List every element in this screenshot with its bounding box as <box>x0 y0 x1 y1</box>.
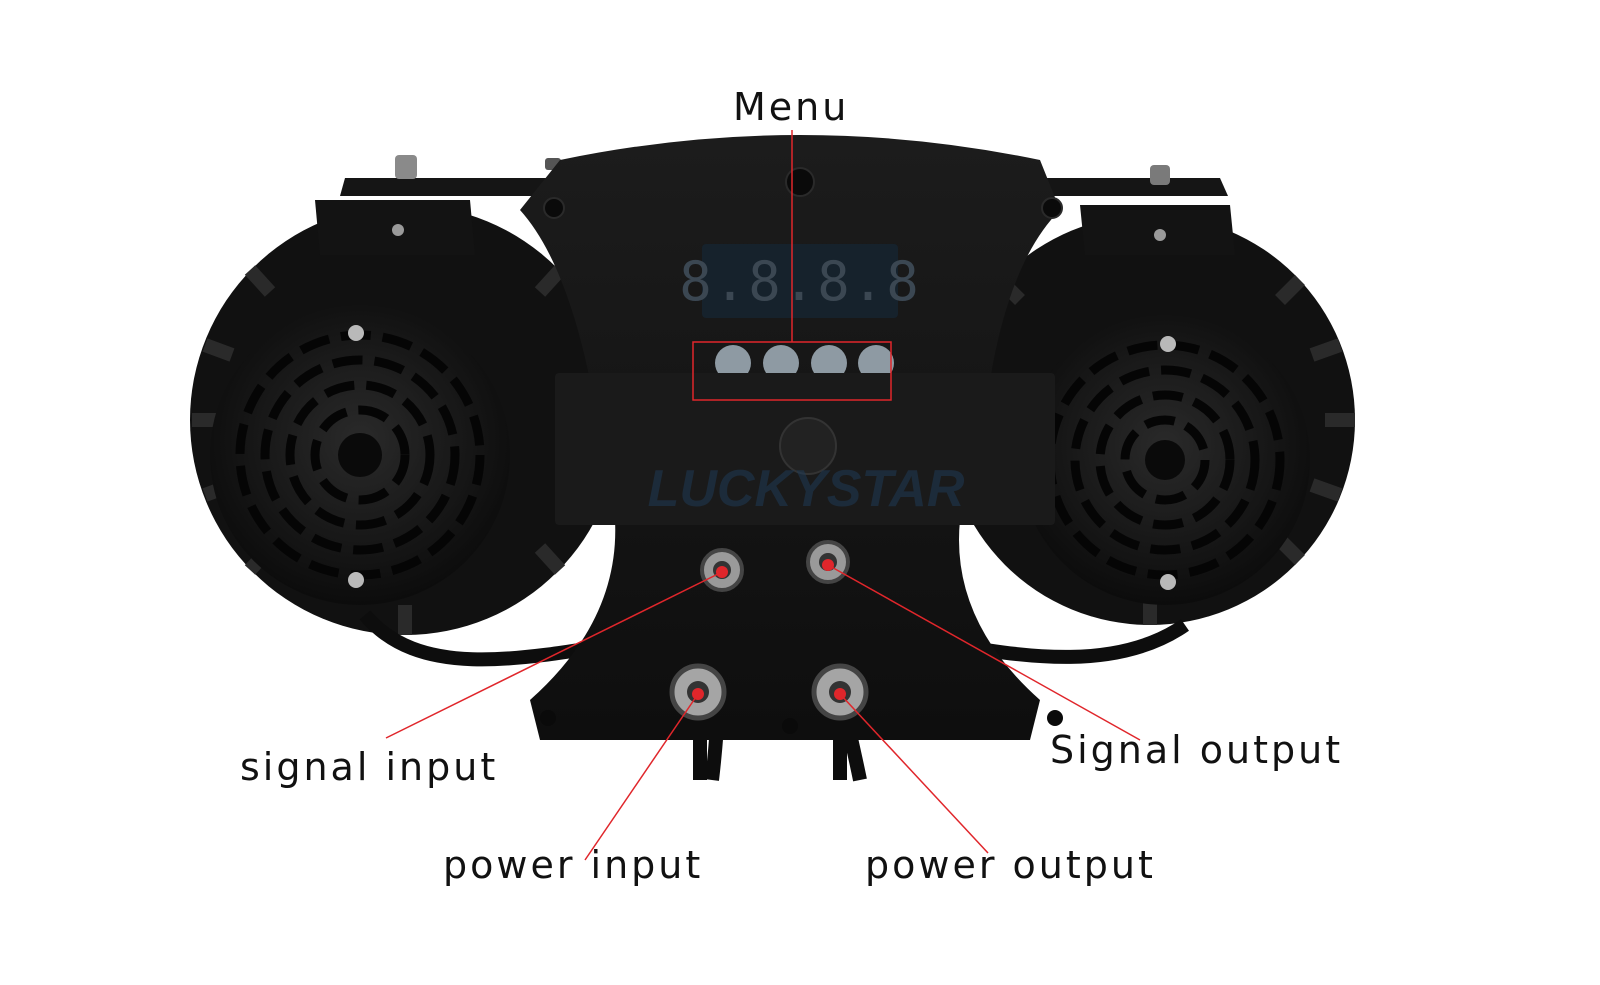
power-input-leader <box>584 693 699 861</box>
power-input-label: power input <box>443 843 704 887</box>
fan-grille-icon <box>190 205 620 635</box>
menu-buttons[interactable] <box>715 345 894 381</box>
menu-button[interactable] <box>811 345 847 381</box>
fan-left <box>190 200 620 635</box>
display-digits: 8.8.8.8 <box>679 250 921 313</box>
led-display: 8.8.8.8 <box>679 244 921 318</box>
front-handle: LUCKYSTAR <box>555 373 1055 525</box>
signal-output-label: Signal output <box>1050 728 1344 772</box>
power-output-leader <box>839 693 989 854</box>
signal-input-leader <box>385 571 723 739</box>
callout-dots <box>692 559 846 700</box>
menu-button[interactable] <box>763 345 799 381</box>
signal-output-leader <box>827 564 1141 741</box>
menu-button[interactable] <box>858 345 894 381</box>
signal-input-label: signal input <box>240 745 499 789</box>
power-output-label: power output <box>865 843 1156 887</box>
menu-button[interactable] <box>715 345 751 381</box>
watermark: LUCKYSTAR <box>648 460 965 518</box>
menu-label: Menu <box>733 85 850 129</box>
callouts <box>385 130 1141 861</box>
